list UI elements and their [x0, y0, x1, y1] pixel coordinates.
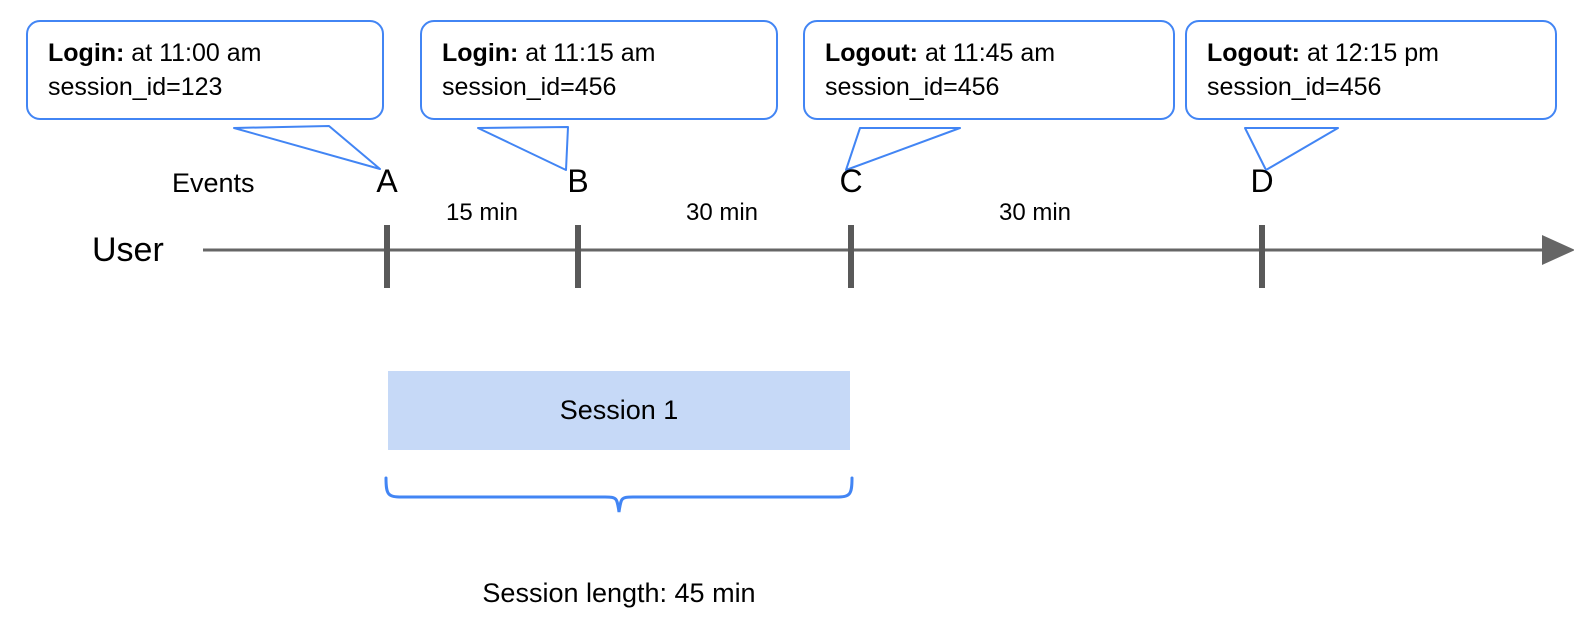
callout-event-d[interactable]: Logout: at 12:15 pm session_id=456 [1185, 20, 1557, 120]
session-length-label: Session length: 45 min [482, 578, 756, 608]
callout-b-time: at 11:15 am [518, 39, 656, 67]
callout-a-kind: Login: [48, 39, 125, 67]
callout-b-session: session_id=456 [442, 73, 617, 101]
event-label-c: C [839, 163, 863, 199]
callout-c-kind: Logout: [825, 39, 919, 67]
event-label-b: B [567, 163, 589, 199]
session-bar-label: Session 1 [559, 395, 679, 425]
session-bar[interactable]: Session 1 [388, 371, 850, 450]
callout-tail-c [845, 127, 961, 171]
callout-tail-d [1244, 127, 1339, 171]
callout-event-b[interactable]: Login: at 11:15 am session_id=456 [420, 20, 778, 120]
interval-label-cd: 30 min [998, 199, 1072, 226]
callout-d-kind: Logout: [1207, 39, 1301, 67]
callout-a-session: session_id=123 [48, 73, 223, 101]
callout-d-time: at 12:15 pm [1300, 39, 1439, 67]
session-length-brace [384, 476, 854, 513]
callout-event-a[interactable]: Login: at 11:00 am session_id=123 [26, 20, 384, 120]
interval-label-bc: 30 min [685, 199, 759, 226]
event-label-d: D [1250, 163, 1274, 199]
callout-tail-b [477, 126, 569, 171]
events-row-label: Events [172, 168, 255, 198]
callout-b-kind: Login: [442, 39, 519, 67]
user-row-label: User [92, 231, 164, 269]
callout-c-session: session_id=456 [825, 73, 1000, 101]
interval-label-ab: 15 min [445, 199, 519, 226]
callout-a-time: at 11:00 am [124, 39, 262, 67]
callout-event-c[interactable]: Logout: at 11:45 am session_id=456 [803, 20, 1175, 120]
callout-d-session: session_id=456 [1207, 73, 1382, 101]
callout-tail-a [233, 125, 381, 170]
callout-c-time: at 11:45 am [918, 39, 1056, 67]
event-label-a: A [376, 163, 398, 199]
